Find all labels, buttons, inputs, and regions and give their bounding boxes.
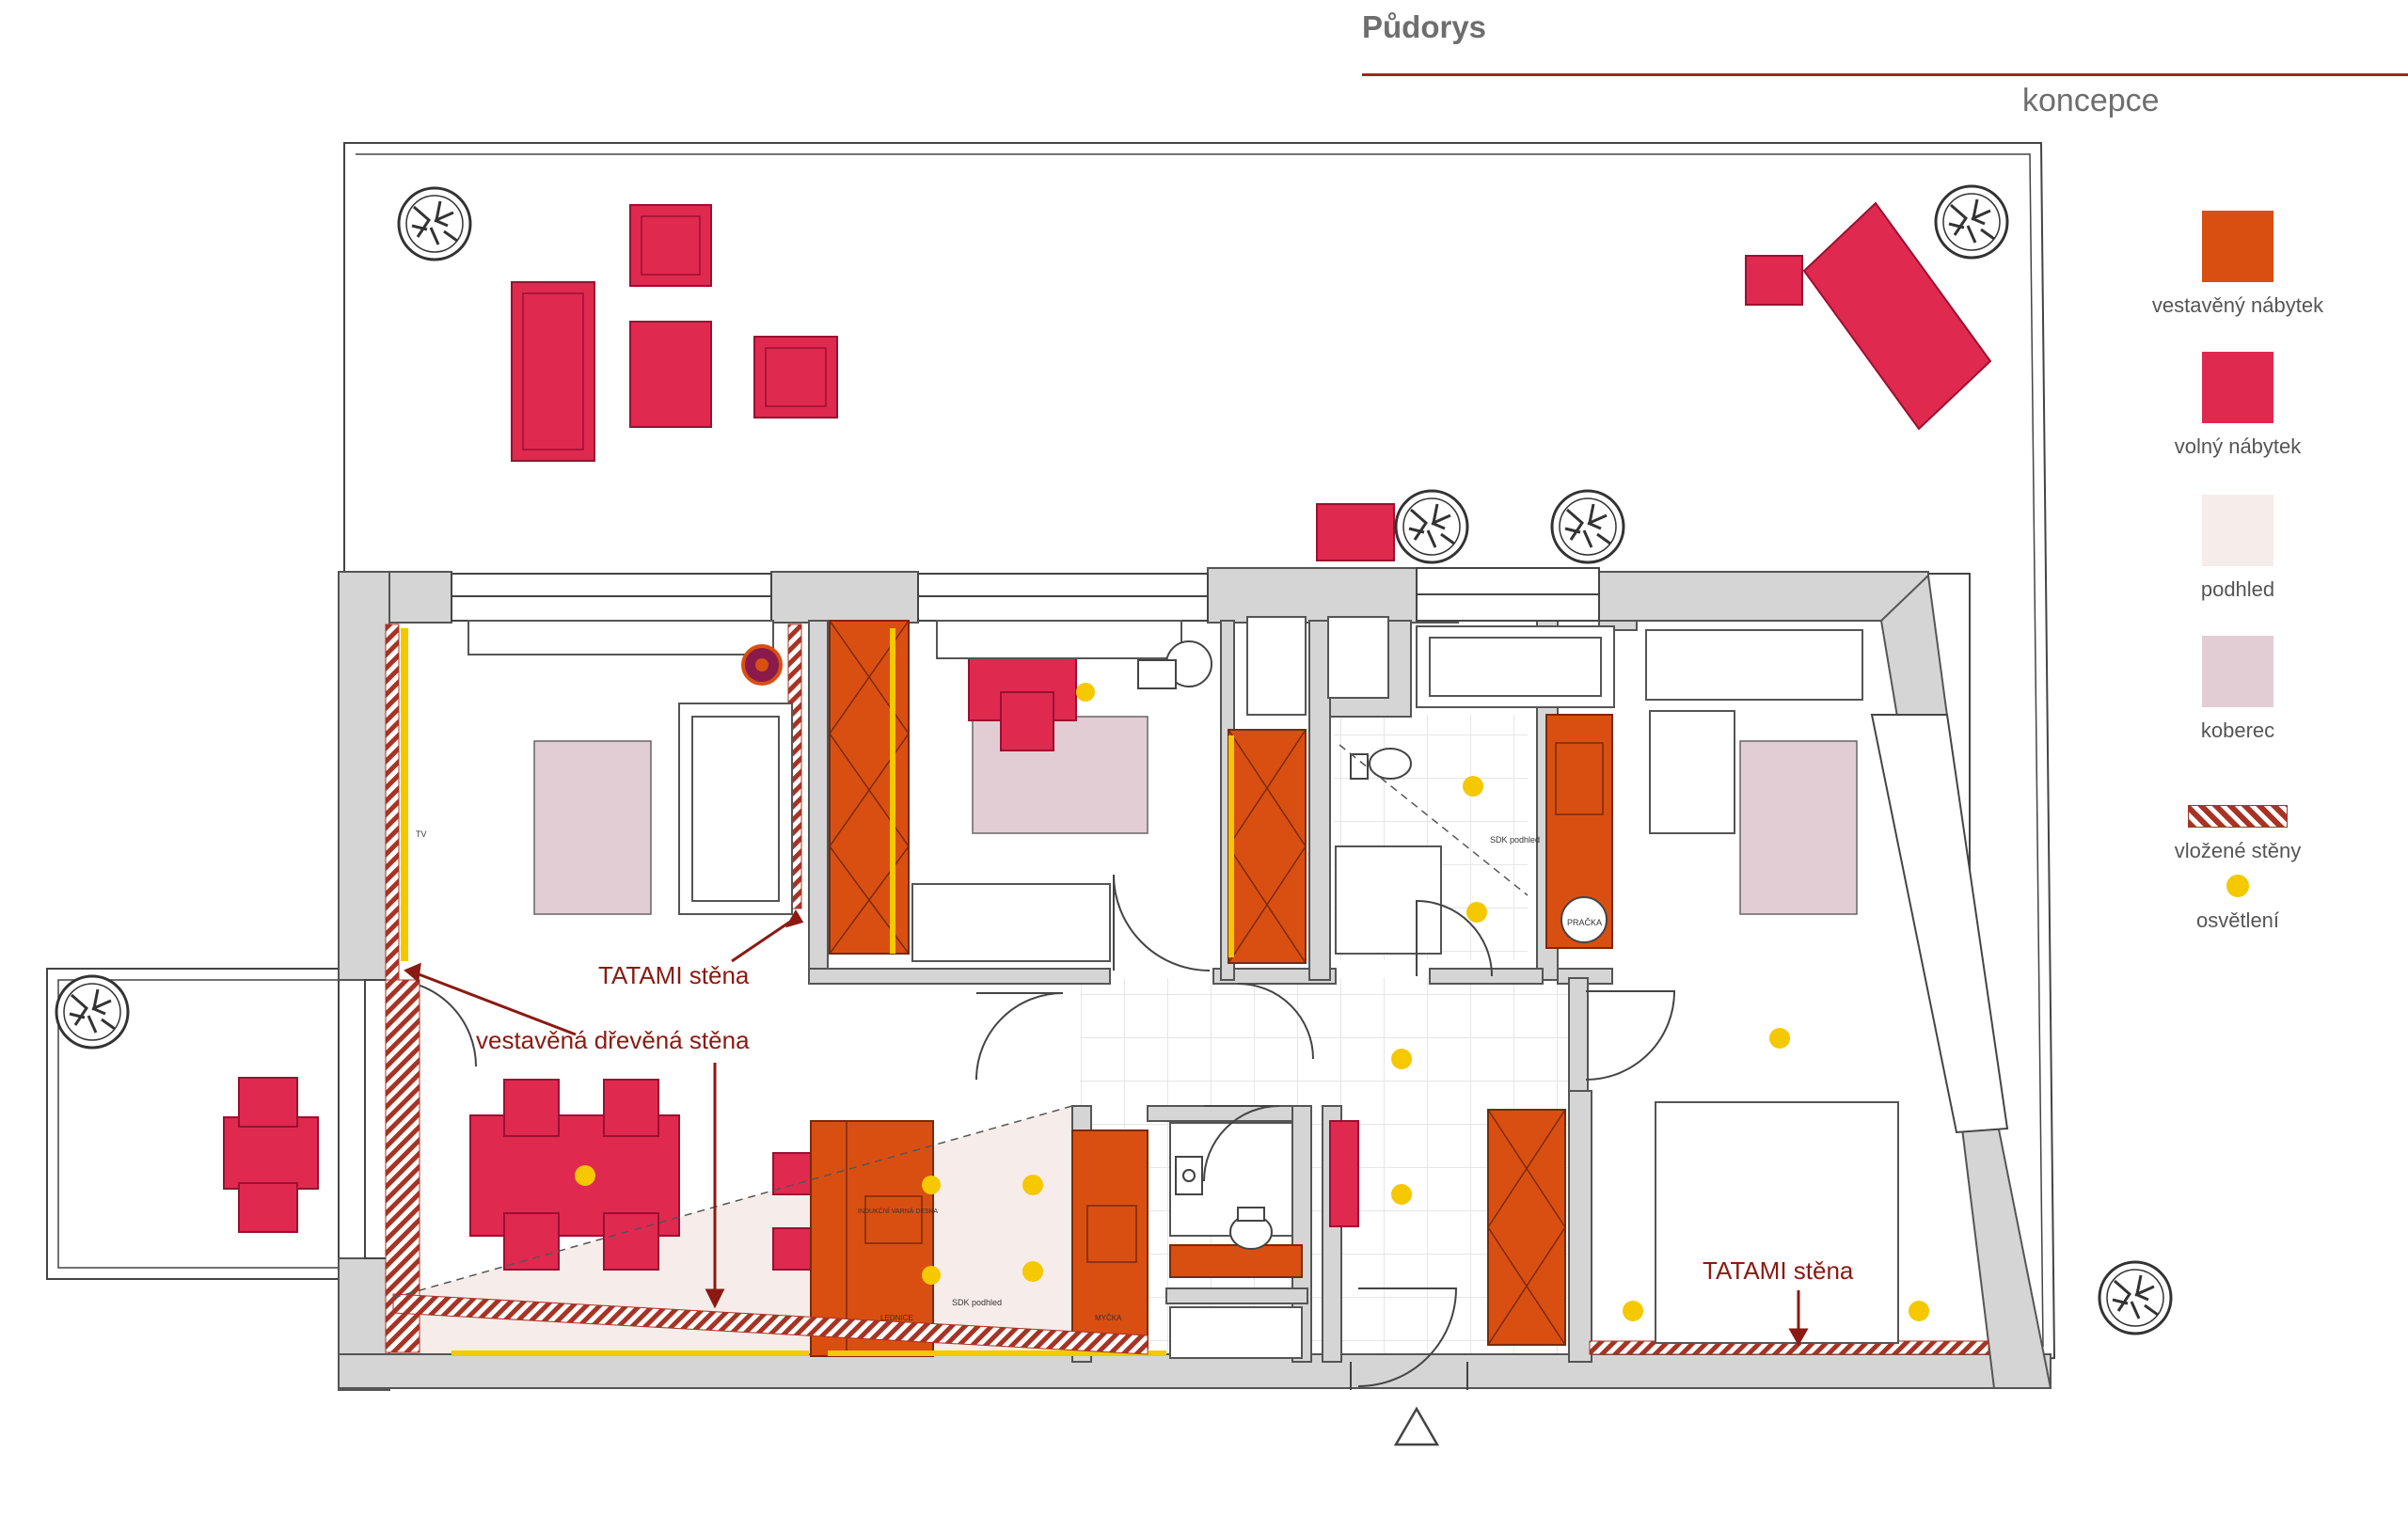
hob-label: INDUKČNÍ VARNÁ DESKA (858, 1207, 938, 1215)
dishwasher-label: MYČKA (1095, 1314, 1122, 1322)
legend-item-ceiling: podhled (2120, 495, 2355, 602)
inserted-walls (385, 624, 1989, 1355)
lights (575, 683, 1929, 1321)
washer-label: PRAČKA (1567, 918, 1602, 927)
legend-swatch-built-in (2202, 211, 2273, 282)
legend-item-loose: volný nábytek (2120, 352, 2355, 459)
legend-label-inserted-walls: vložené stěny (2174, 839, 2302, 862)
title-rule (1362, 73, 2408, 76)
legend-item-lighting: osvětlení (2120, 875, 2355, 933)
plant-icon-terrace-nw (397, 186, 472, 261)
legend-swatch-ceiling (2202, 495, 2273, 566)
fridge-label: LEDNICE (880, 1314, 913, 1322)
fixtures (467, 616, 1899, 1359)
page-subtitle: koncepce (2022, 83, 2160, 118)
loose-furniture (223, 201, 1992, 1271)
kitchen-ceiling-label: SDK podhled (952, 1298, 1002, 1307)
carpets (533, 716, 1858, 915)
page-title: Půdorys (1362, 9, 1487, 44)
legend-light-dot-icon (2226, 875, 2249, 897)
plant-icon-balcony (55, 974, 130, 1050)
bath-ceiling-label: SDK podhled (1490, 835, 1540, 845)
annotation-arrows (404, 909, 1809, 1347)
legend-item-carpet: koberec (2120, 636, 2355, 743)
tatami-wall-label-top: TATAMI stěna (598, 961, 750, 989)
doors (975, 874, 1676, 1387)
legend-label-loose: volný nábytek (2174, 434, 2302, 458)
tv-label: TV (416, 829, 427, 839)
legend-label-lighting: osvětlení (2195, 908, 2280, 932)
legend-item-inserted-walls: vložené stěny (2120, 805, 2355, 863)
led-strips (401, 628, 1234, 1356)
plant-icon-terrace-se (2098, 1260, 2173, 1335)
legend-item-built-in: vestavěný nábytek (2120, 211, 2355, 318)
tatami-wall-label-bottom: TATAMI stěna (1703, 1256, 1854, 1285)
legend-swatch-carpet (2202, 636, 2273, 707)
legend-label-ceiling: podhled (2200, 577, 2275, 601)
wood-wall-label: vestavěná dřevěná stěna (476, 1026, 750, 1054)
plant-icon-terrace-ne (1934, 184, 2009, 260)
plant-icon-terrace-mid-right (1550, 489, 1625, 564)
plant-icon-terrace-mid-left (1394, 489, 1469, 564)
legend-label-built-in: vestavěný nábytek (2151, 293, 2324, 317)
windows (364, 567, 2009, 1259)
legend-label-carpet: koberec (2200, 719, 2275, 742)
legend-swatch-loose (2202, 352, 2273, 423)
legend-hatch-icon (2188, 805, 2288, 828)
